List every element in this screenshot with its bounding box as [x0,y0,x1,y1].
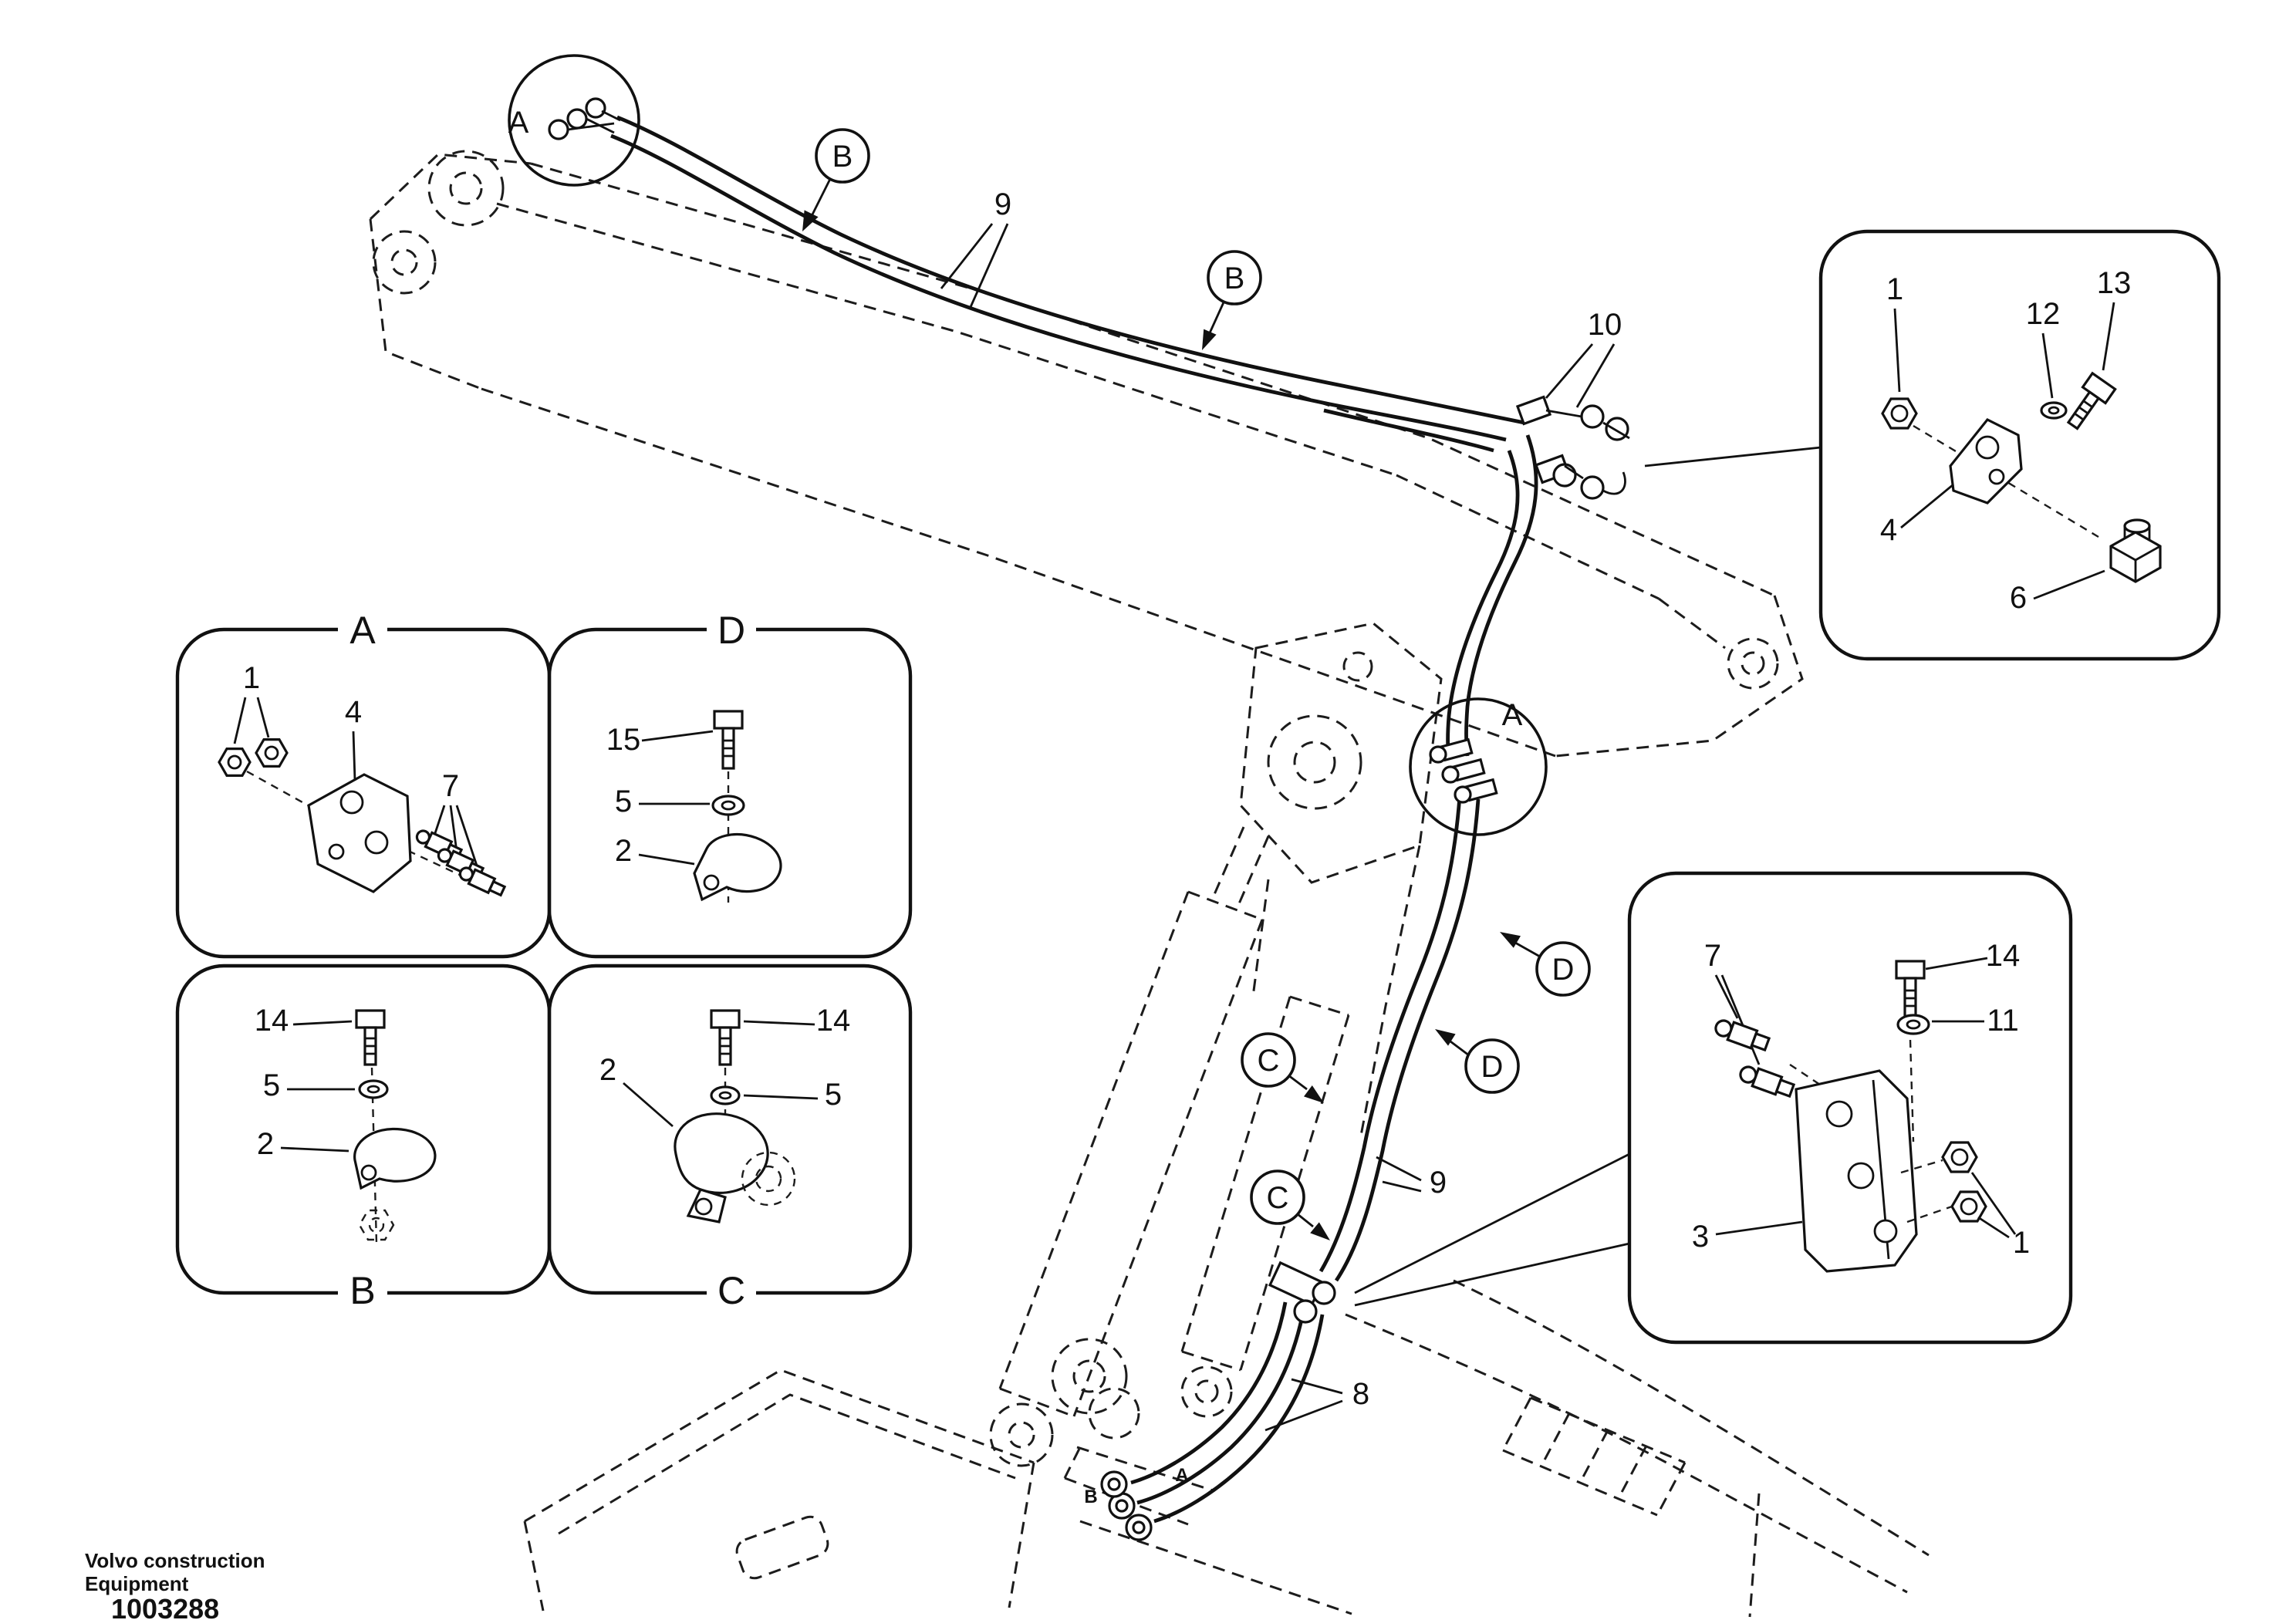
boom-structure-outline [369,150,1804,758]
label-clamp: 2 [615,834,632,868]
bolt-part [713,710,744,770]
label-pipes-lower: 9 [1430,1166,1447,1200]
callout-c-lower-label: C [1267,1181,1289,1215]
bolt-part [2066,371,2117,430]
callout-b-mid-label: B [1224,262,1245,295]
detail-box-right-frame [1627,871,2073,1345]
leader-to-top-right-box [1644,446,1822,467]
label-nuts: 1 [243,661,260,695]
label-bracket: 3 [1692,1220,1709,1254]
clamp-part [353,1127,437,1190]
callout-b-upper-circle [815,128,870,184]
footer-brand-line2: Equipment [85,1572,189,1595]
nut-part [1950,1190,1987,1223]
bracket-part [307,773,412,893]
detail-box-b-title: B [349,1269,375,1312]
nut-part [1941,1141,1978,1173]
fitting-part [1714,1019,1771,1052]
detail-box-c: C 14 5 2 [547,964,913,1312]
leader-to-right-box [1354,1153,1630,1307]
footer: Volvo construction Equipment 1003288 [85,1549,265,1620]
label-bolt: 14 [1986,939,2021,973]
label-lock-washer: 12 [2026,297,2061,331]
fitting-part [1739,1065,1796,1099]
label-clamp: 2 [599,1053,616,1087]
callout-d-upper-label: D [1552,953,1575,987]
label-washer: 5 [615,785,632,818]
detail-circle-a-mid [1409,697,1548,836]
label-nut: 1 [1886,272,1903,306]
callout-b-upper-label: B [832,140,853,174]
nut-part [218,748,252,777]
hydraulic-pipes [610,115,1538,1524]
label-pipes-upper: 9 [994,187,1011,221]
hose-end-fittings: A B [1084,1465,1189,1541]
callout-a-top-label: A [508,106,529,140]
clamp-part [674,1112,769,1223]
detail-box-d-title: D [718,609,745,652]
label-fitting-group: 10 [1588,308,1622,342]
label-bolt: 14 [255,1004,289,1038]
elbow-fitting-part [2109,518,2162,583]
callout-d-lower-circle [1464,1038,1520,1094]
label-fittings: 7 [1704,939,1721,973]
detail-circle-a-top [508,54,640,187]
label-washer: 5 [263,1068,280,1102]
label-elbow: 6 [2010,581,2027,615]
callout-b-mid-circle [1207,250,1262,305]
bracket-part [1795,1069,1918,1273]
bolt-part [710,1009,741,1066]
footer-doc-number: 1003288 [111,1593,219,1620]
pipe-clamp-cluster-lower [1268,1261,1336,1324]
callout-d-upper-circle [1535,941,1591,997]
callouts: A A B B D D C C 9 [508,54,1822,1432]
bolt-part [1895,960,1926,1020]
detail-box-c-title: C [718,1269,745,1312]
pipe-fitting-cluster-10 [1515,395,1630,500]
detail-box-b: B 14 5 2 [175,964,552,1312]
clamp-part [693,833,782,902]
detail-box-a-title: A [349,609,376,652]
carbody-outline [523,1369,1035,1612]
detail-box-right: 7 14 11 3 [1627,871,2073,1345]
callout-c-upper-circle [1241,1032,1296,1088]
port-label-b: B [1084,1487,1097,1507]
port-label-a: A [1175,1465,1188,1486]
hidden-nut-part [358,1209,395,1241]
label-bolt: 15 [606,723,641,757]
callout-c-upper-label: C [1258,1044,1280,1078]
pipe-fitting-cluster-mid [1429,737,1498,804]
label-bolt: 14 [816,1004,851,1038]
label-nuts: 1 [2013,1226,2030,1260]
label-bracket: 4 [345,695,362,729]
detail-box-top-right-frame [1818,229,2221,661]
detail-box-top-right: 1 12 13 4 6 [1818,229,2221,661]
label-washer: 11 [1987,1004,2019,1038]
callout-c-lower-circle [1250,1169,1305,1225]
pipe-fitting-cluster-top [548,97,621,140]
bolt-part [355,1009,386,1066]
label-bolt: 13 [2097,266,2132,300]
label-clamp: 2 [257,1127,274,1161]
label-washer: 5 [825,1078,842,1112]
label-bracket: 4 [1880,513,1897,547]
footer-brand-line1: Volvo construction [85,1549,265,1572]
nut-part [1881,397,1918,430]
fitting-part [458,866,507,897]
callout-a-mid-label: A [1502,698,1523,732]
label-hoses: 8 [1352,1377,1369,1411]
nut-part [255,738,289,768]
detail-box-d: D 15 5 2 [547,609,913,959]
callout-d-lower-label: D [1481,1050,1504,1084]
bracket-part [1949,417,2023,505]
label-fittings: 7 [442,769,459,803]
hidden-pipe-section [741,1151,796,1207]
